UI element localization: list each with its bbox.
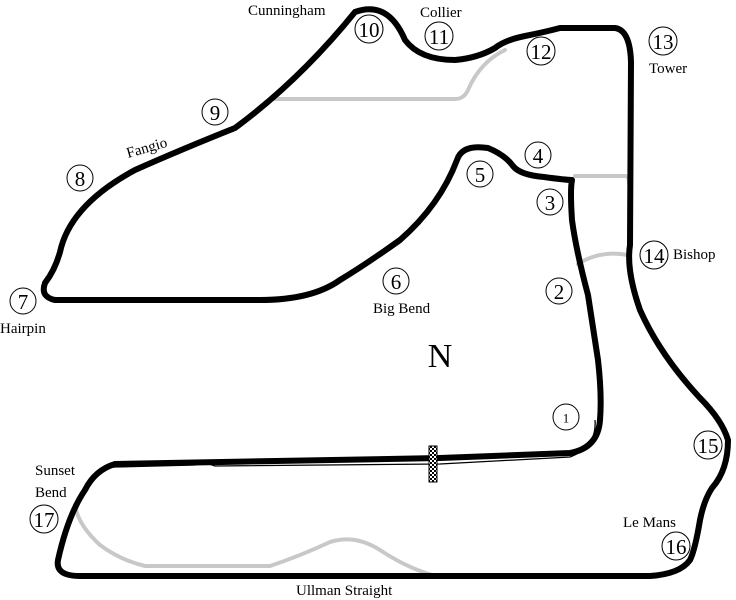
- svg-text:14: 14: [644, 244, 666, 268]
- svg-text:8: 8: [75, 167, 86, 191]
- alt-route-4-13-link: [573, 174, 631, 184]
- svg-text:15: 15: [698, 434, 719, 458]
- corner-label-bishop: Bishop: [673, 247, 716, 263]
- main-track: [40, 6, 731, 579]
- svg-text:6: 6: [391, 270, 402, 294]
- svg-text:1: 1: [563, 411, 570, 426]
- turn-marker-8: 8: [66, 164, 94, 192]
- turn-marker-7: 7: [9, 287, 37, 315]
- alt-route-ullman-chicane: [73, 503, 442, 579]
- svg-text:12: 12: [531, 40, 552, 64]
- corner-label-sunset-bend-line1: Sunset: [35, 463, 76, 479]
- svg-text:17: 17: [34, 508, 55, 532]
- corner-label-sunset-bend-line2: Bend: [35, 485, 67, 501]
- corner-label-tower: Tower: [649, 61, 687, 77]
- corner-label-le-mans: Le Mans: [623, 515, 676, 531]
- svg-text:5: 5: [475, 163, 486, 187]
- corner-label-ullman-straight: Ullman Straight: [296, 583, 393, 599]
- turn-marker-9: 9: [201, 98, 229, 126]
- pit-lane: [89, 419, 596, 479]
- svg-text:16: 16: [666, 535, 687, 559]
- corner-label-cunningham: Cunningham: [248, 3, 326, 19]
- turn-marker-11: 11: [424, 21, 454, 51]
- alt-route-14-link: [576, 251, 630, 266]
- north-indicator: N: [428, 338, 453, 375]
- turn-marker-16: 16: [661, 531, 691, 561]
- corner-label-big-bend: Big Bend: [373, 301, 431, 317]
- turn-marker-5: 5: [466, 160, 494, 188]
- turn-marker-14: 14: [639, 240, 669, 270]
- svg-text:3: 3: [545, 191, 556, 215]
- turn-marker-6: 6: [382, 267, 410, 295]
- svg-text:10: 10: [359, 18, 380, 42]
- turn-marker-15: 15: [693, 430, 723, 460]
- svg-text:9: 9: [210, 101, 221, 125]
- svg-text:11: 11: [429, 25, 449, 49]
- svg-text:13: 13: [653, 30, 674, 54]
- turn-marker-12: 12: [526, 36, 556, 66]
- svg-text:2: 2: [554, 280, 565, 304]
- svg-text:4: 4: [533, 144, 544, 168]
- turn-marker-3: 3: [536, 188, 564, 216]
- turn-marker-2: 2: [545, 277, 573, 305]
- alt-route-12-shortcut: [270, 48, 507, 101]
- corner-label-collier: Collier: [420, 5, 462, 21]
- svg-text:7: 7: [18, 290, 29, 314]
- turn-marker-17: 17: [29, 504, 59, 534]
- turn-marker-1: 1: [552, 403, 580, 431]
- turn-marker-4: 4: [524, 141, 552, 169]
- start-finish-line: [428, 445, 438, 483]
- turn-marker-10: 10: [354, 14, 384, 44]
- corner-label-hairpin: Hairpin: [0, 321, 46, 337]
- turn-marker-13: 13: [648, 26, 678, 56]
